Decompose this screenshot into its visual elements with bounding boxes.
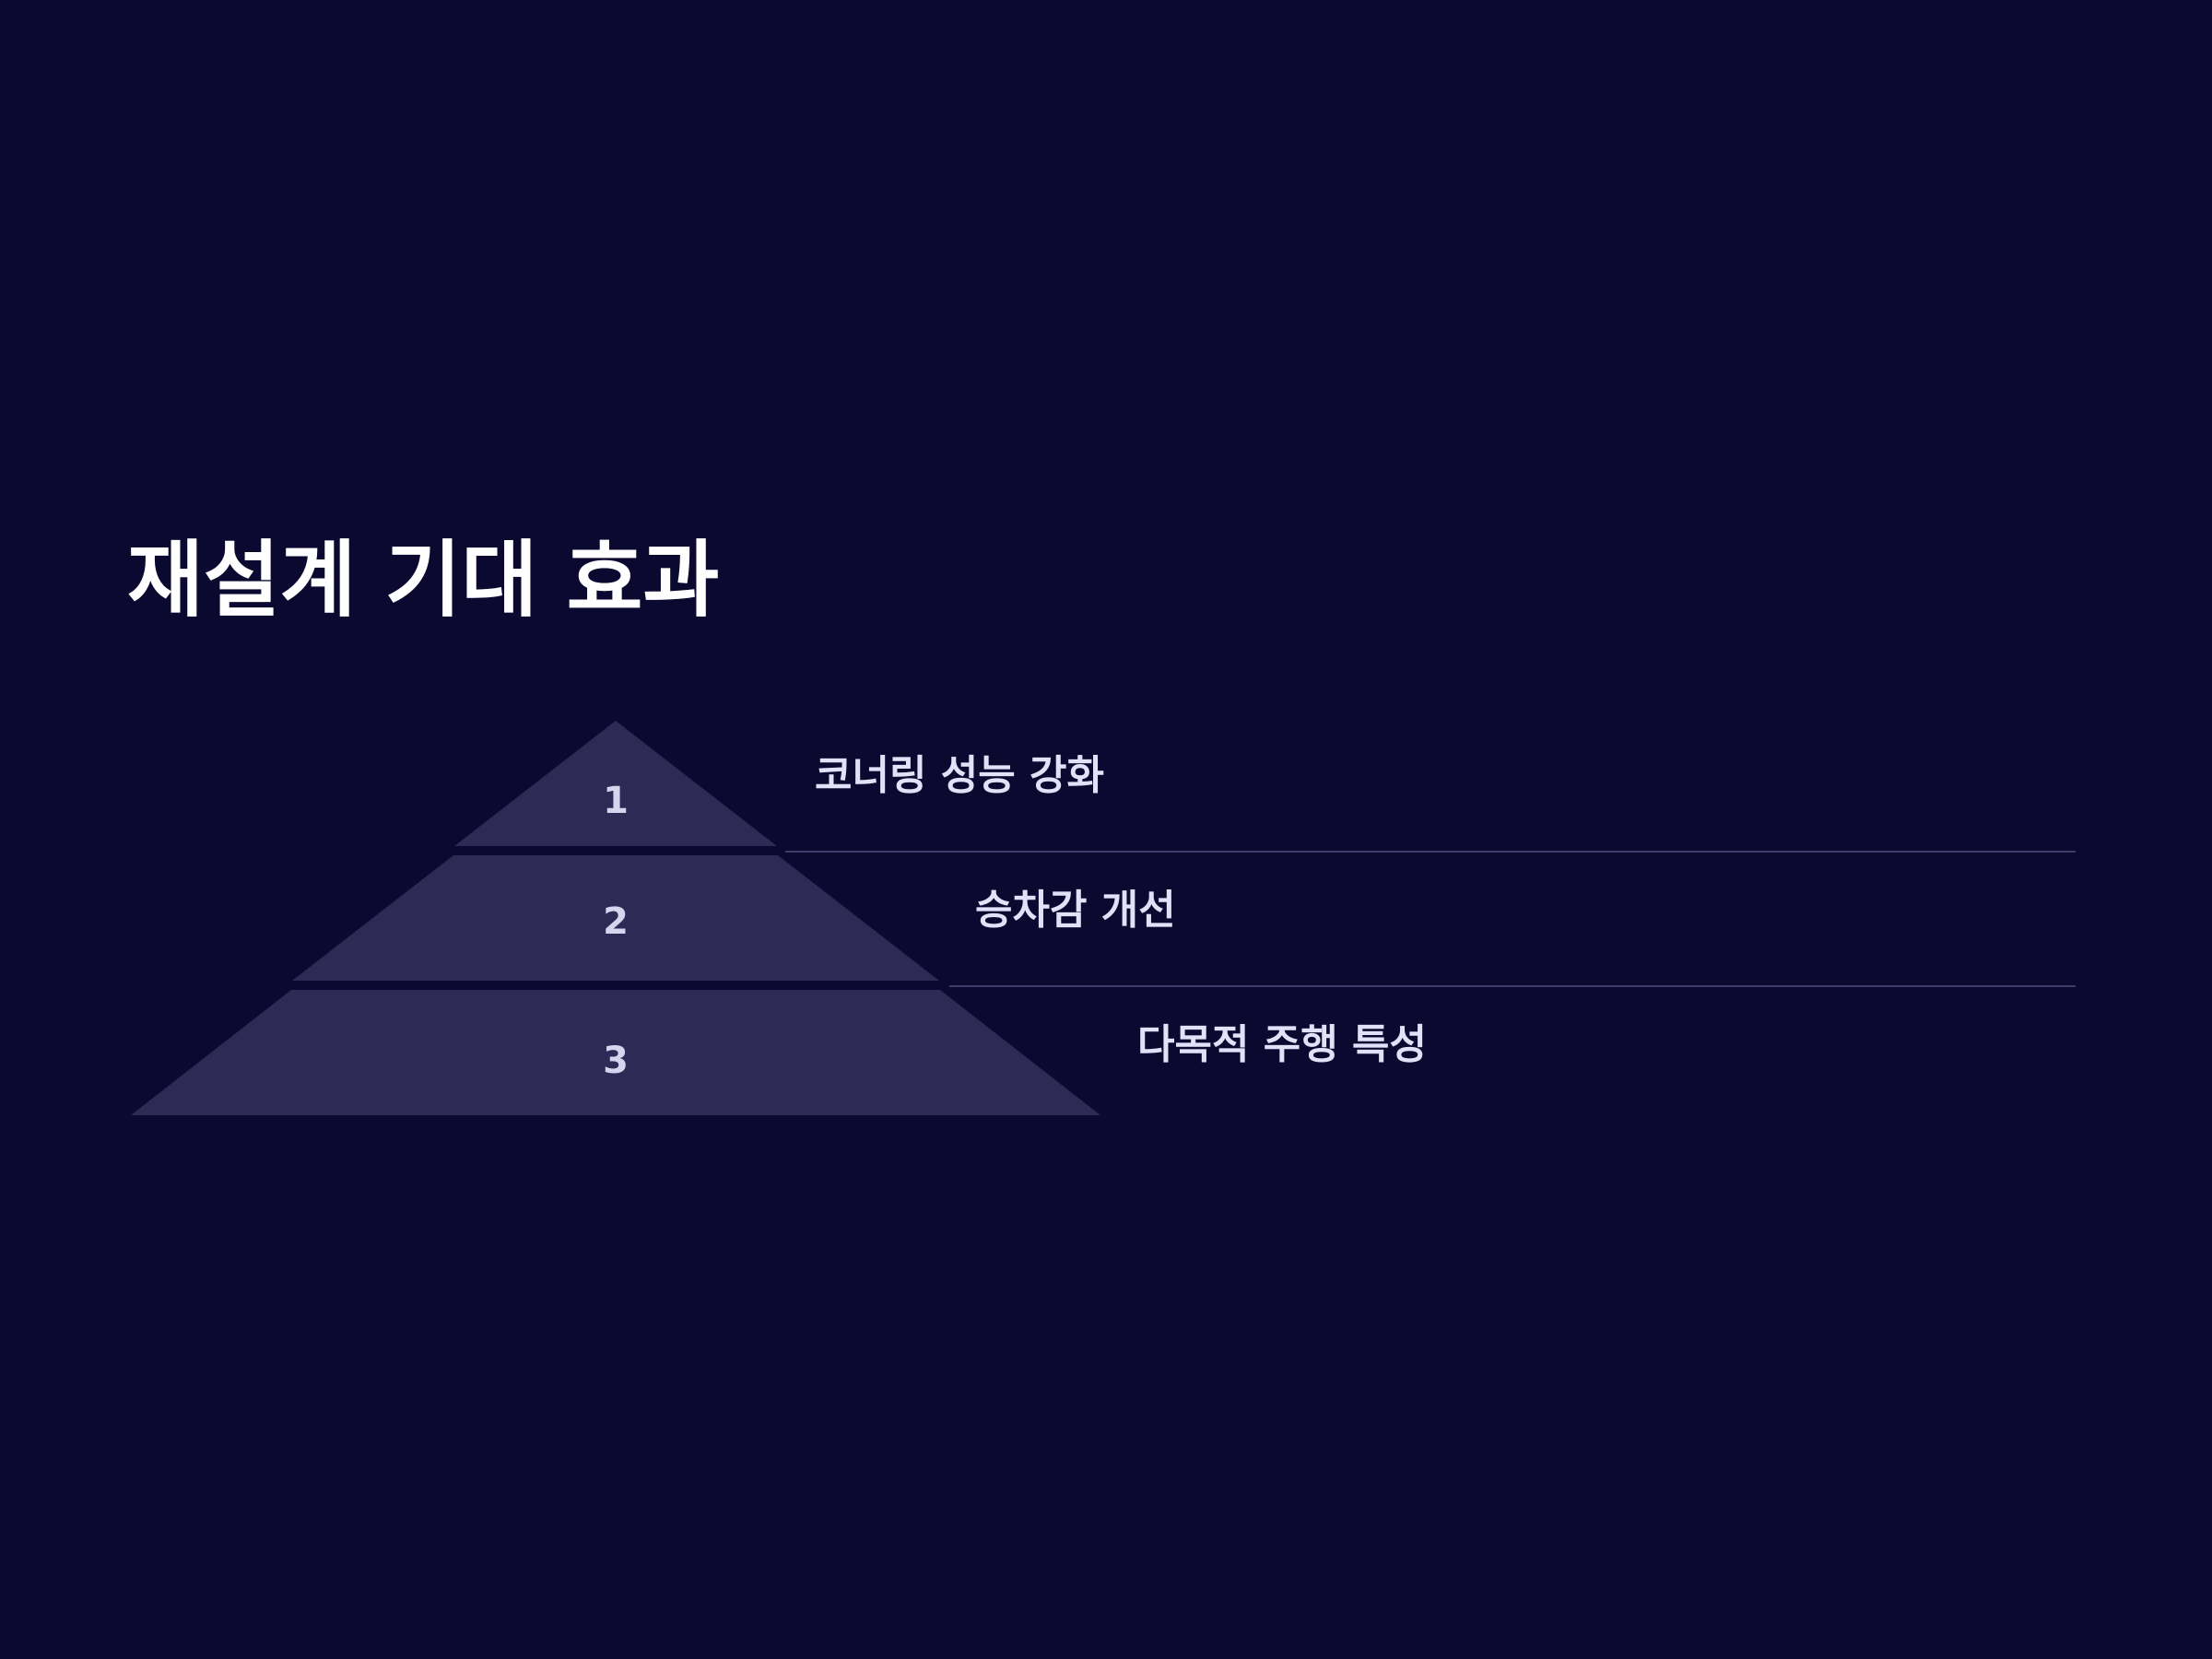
slide-title: 재설계 기대 효과 bbox=[127, 532, 720, 629]
pyramid-tier-2-label: 승차감 개선 bbox=[975, 887, 1176, 934]
pyramid-tier-1-number: 1 bbox=[603, 780, 629, 822]
pyramid-tier-3-number: 3 bbox=[603, 1040, 629, 1082]
pyramid-tier-3-label: 다목적 주행 특성 bbox=[1137, 1021, 1427, 1068]
pyramid-tier-3 bbox=[131, 990, 1100, 1115]
pyramid-tier-1 bbox=[454, 721, 777, 846]
pyramid-tier-2-number: 2 bbox=[603, 900, 629, 943]
pyramid-tier-2 bbox=[292, 855, 939, 981]
pyramid-tier-1-label: 코너링 성능 강화 bbox=[815, 752, 1104, 799]
